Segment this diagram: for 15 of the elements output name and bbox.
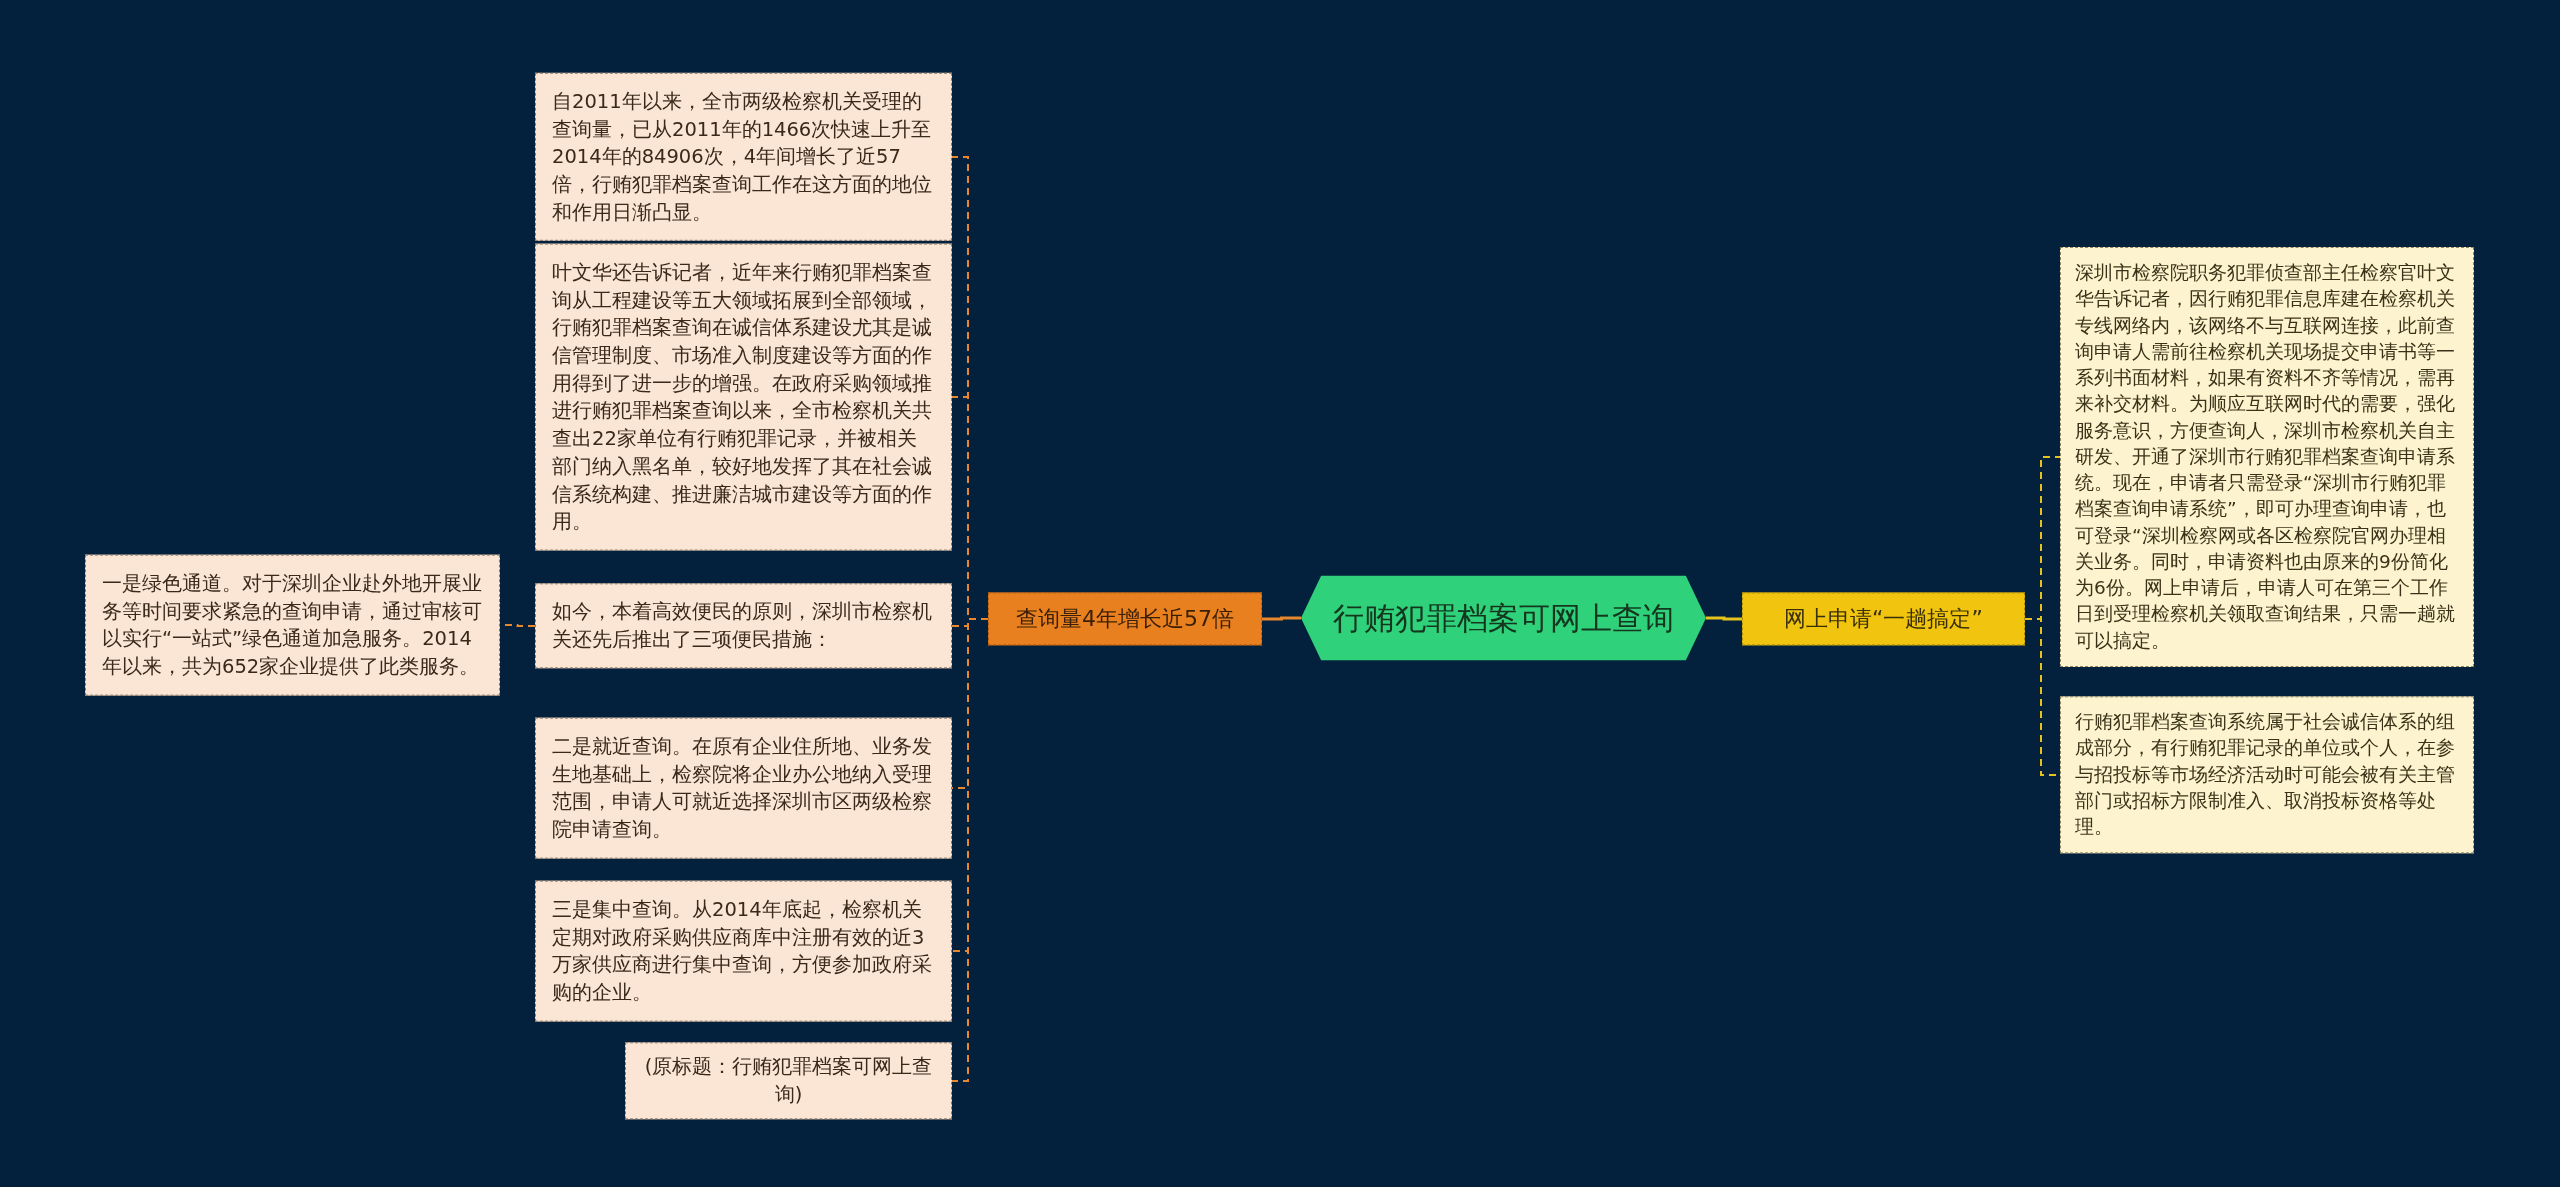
text-note: 自2011年以来，全市两级检察机关受理的查询量，已从2011年的1466次快速上升至2014年的84906次，4年间增长了近57倍，行贿犯罪档案查询工作在这方面的地位和作用日渐凸显。 bbox=[535, 72, 952, 242]
central-topic-hexagon bbox=[1301, 575, 1706, 661]
text-note: 一是绿色通道。对于深圳企业赴外地开展业务等时间要求紧急的查询申请，通过审核可以实行“一站式”绿色通道加急服务。2014年以来，共为652家企业提供了此类服务。 bbox=[85, 554, 500, 696]
text-note: 行贿犯罪档案查询系统属于社会诚信体系的组成部分，有行贿犯罪记录的单位或个人，在参与招投标等市场经济活动时可能会被有关主管部门或招标方限制准入、取消投标资格等处理。 bbox=[2060, 696, 2474, 854]
text-note: 深圳市检察院职务犯罪侦查部主任检察官叶文华告诉记者，因行贿犯罪信息库建在检察机关专线网络内，该网络不与互联网连接，此前查询申请人需前往检察机关现场提交申请书等一系列书面材料，如果有资料不齐等情况，需再来补交材料。为顺应互联网时代的需要，强化服务意识，方便查询人，深圳市检察机关自主研发、开通了深圳市行贿犯罪档案查询申请系统。现在，申请者只需登录“深圳市行贿犯罪档案查询申请系统”，即可办理查询申请，也可登录“深圳检察网或各区检察院官网办理相关业务。同时，申请资料也由原来的9份简化为6份。网上申请后，申请人可在第三个工作日到受理检察机关领取查询结果，只需一趟就可以搞定。 bbox=[2060, 247, 2474, 667]
text-note: (原标题：行贿犯罪档案可网上查询) bbox=[625, 1042, 952, 1120]
connector-line bbox=[1262, 616, 1301, 621]
connector-line bbox=[1706, 616, 1742, 621]
text-note: 查询量4年增长近57倍 bbox=[988, 592, 1262, 646]
text-note: 网上申请“一趟搞定” bbox=[1742, 592, 2025, 646]
topic-title: 行贿犯罪档案可网上查询 bbox=[1333, 598, 1674, 637]
text-note: 如今，本着高效便民的原则，深圳市检察机关还先后推出了三项便民措施： bbox=[535, 583, 952, 669]
text-note: 三是集中查询。从2014年底起，检察机关定期对政府采购供应商库中注册有效的近3万家供应商进行集中查询，方便参加政府采购的企业。 bbox=[535, 880, 952, 1022]
text-note: 叶文华还告诉记者，近年来行贿犯罪档案查询从工程建设等五大领域拓展到全部领域，行贿犯罪档案查询在诚信体系建设尤其是诚信管理制度、市场准入制度建设等方面的作用得到了进一步的增强。在政府采购领域推进行贿犯罪档案查询以来，全市检察机关共查出22家单位有行贿犯罪记录，并被相关部门纳入黑名单，较好地发挥了其在社会诚信系统构建、推进廉洁城市建设等方面的作用。 bbox=[535, 243, 952, 551]
text-note: 二是就近查询。在原有企业住所地、业务发生地基础上，检察院将企业办公地纳入受理范围，申请人可就近选择深圳市区两级检察院申请查询。 bbox=[535, 717, 952, 859]
